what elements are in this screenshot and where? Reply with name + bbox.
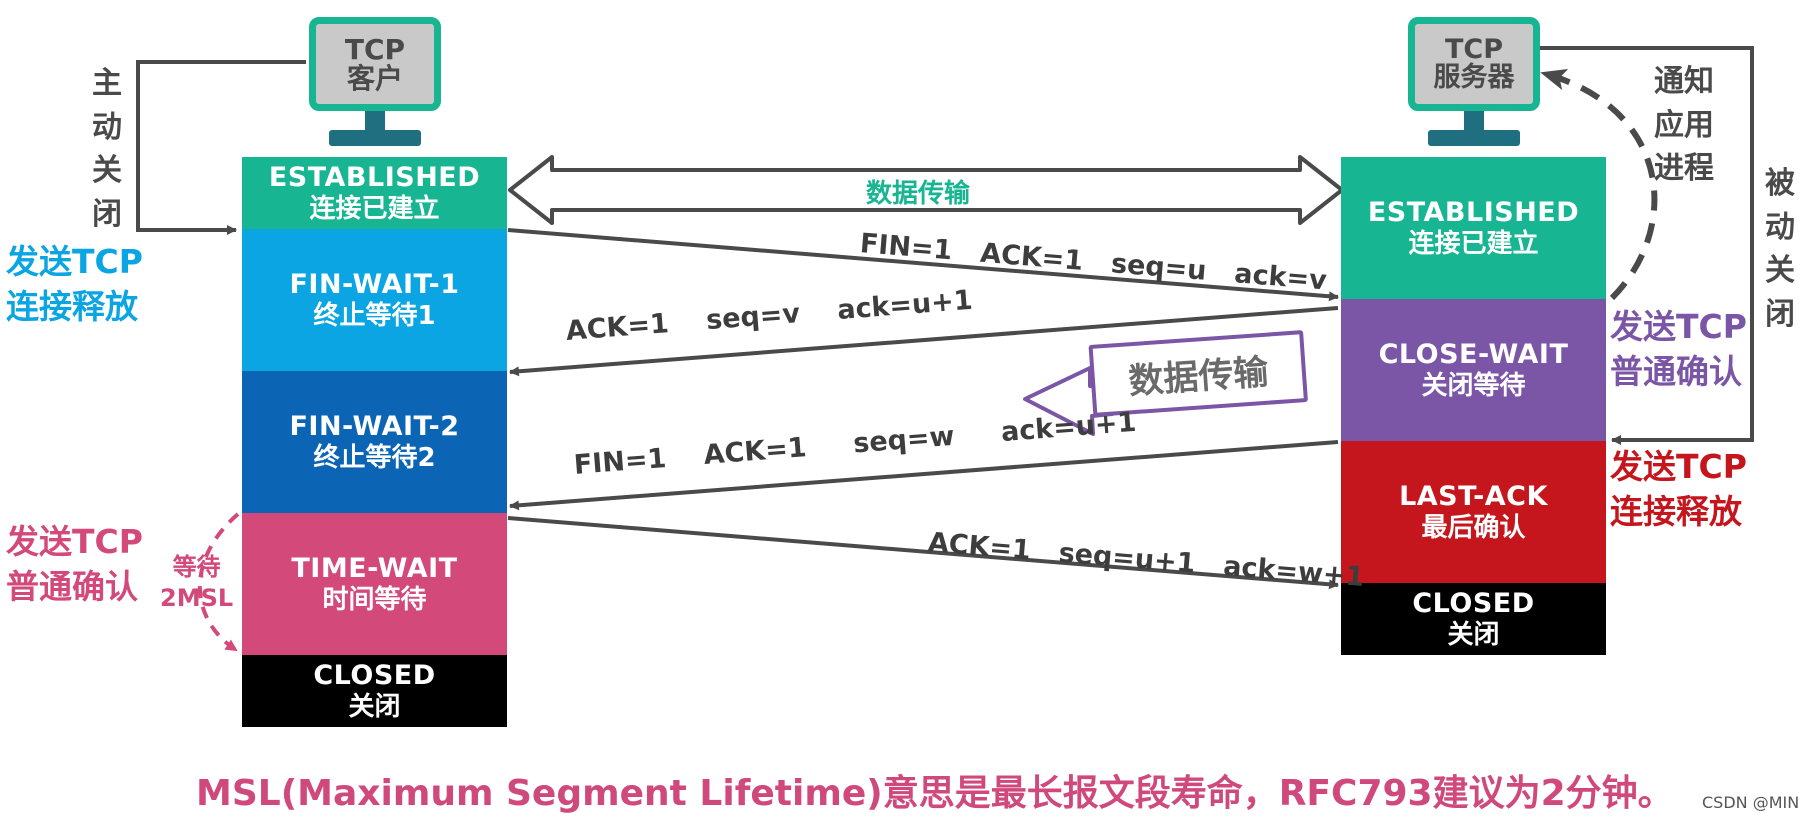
client-state-name: CLOSED bbox=[313, 659, 436, 691]
client-state-desc: 终止等待2 bbox=[313, 442, 436, 473]
active-close-char: 闭 bbox=[92, 196, 122, 232]
client-monitor-icon: TCP 客户 bbox=[309, 17, 441, 147]
notify-app-char: 进 bbox=[1654, 151, 1684, 186]
data-transfer-label: 数据传输 bbox=[866, 179, 971, 209]
server-state-name: CLOSE-WAIT bbox=[1378, 338, 1569, 370]
client-state-desc: 时间等待 bbox=[322, 584, 427, 615]
client-state-name: FIN-WAIT-1 bbox=[289, 268, 460, 300]
passive-close-bracket bbox=[1537, 46, 1754, 445]
notify-app-arc bbox=[1540, 68, 1658, 301]
passive-close-char: 动 bbox=[1765, 209, 1795, 245]
notify-app-char: 应 bbox=[1654, 107, 1684, 143]
client-state-name: FIN-WAIT-2 bbox=[289, 410, 460, 442]
server-send-release-label: 发送TCP 连接释放 bbox=[1610, 447, 1747, 531]
active-close-char: 主 bbox=[92, 66, 122, 101]
notify-app-char: 知 bbox=[1684, 64, 1714, 99]
server-state-desc: 最后确认 bbox=[1421, 512, 1526, 543]
server-state-name: CLOSED bbox=[1412, 587, 1535, 619]
passive-close-label: 被动关闭 bbox=[1765, 162, 1795, 336]
notify-app-label: 通知应用进程 bbox=[1654, 60, 1714, 191]
watermark: CSDN @MIN bbox=[1702, 793, 1800, 812]
client-monitor-screen: TCP 客户 bbox=[309, 17, 441, 111]
active-close-label: 主动关闭 bbox=[92, 62, 122, 236]
client-monitor-line1: TCP bbox=[344, 32, 406, 66]
wait-2msl-arc bbox=[197, 512, 240, 652]
segment-arrow-4 bbox=[507, 516, 1339, 590]
active-close-char: 动 bbox=[92, 109, 122, 145]
server-monitor-line2: 服务器 bbox=[1433, 62, 1515, 93]
client-send-release-label: 发送TCP 连接释放 bbox=[6, 242, 143, 326]
client-send-ack-label: 发送TCP 普通确认 bbox=[6, 522, 143, 606]
server-state-desc: 关闭 bbox=[1447, 619, 1500, 650]
notify-app-char: 用 bbox=[1684, 107, 1714, 143]
active-close-char: 关 bbox=[92, 153, 122, 188]
server-state-name: LAST-ACK bbox=[1399, 480, 1548, 512]
client-state-desc: 关闭 bbox=[348, 691, 401, 722]
active-close-bracket bbox=[136, 60, 306, 235]
segment-arrow-3 bbox=[509, 440, 1339, 511]
client-monitor-line2: 客户 bbox=[346, 62, 403, 95]
wait-2msl-label: 等待 2MSL bbox=[160, 553, 234, 613]
server-monitor-icon: TCP 服务器 bbox=[1408, 17, 1540, 147]
half-close-data-text: 数据传输 bbox=[1127, 352, 1270, 402]
passive-close-char: 被 bbox=[1765, 166, 1795, 201]
server-state-desc: 关闭等待 bbox=[1421, 370, 1526, 401]
notify-app-char: 程 bbox=[1684, 151, 1714, 186]
client-state-name: TIME-WAIT bbox=[291, 552, 458, 584]
server-monitor-screen: TCP 服务器 bbox=[1408, 17, 1540, 111]
client-state-desc: 连接已建立 bbox=[309, 193, 440, 224]
notify-app-char: 通 bbox=[1654, 64, 1684, 99]
half-close-data-label: 数据传输 bbox=[1088, 330, 1308, 417]
segment-arrow-2 bbox=[509, 306, 1339, 377]
msl-footnote: MSL(Maximum Segment Lifetime)意思是最长报文段寿命，… bbox=[196, 773, 1674, 814]
server-monitor-line1: TCP bbox=[1444, 33, 1504, 65]
segment-arrow-1 bbox=[507, 228, 1339, 302]
client-state-desc: 终止等待1 bbox=[313, 300, 436, 331]
passive-close-char: 关 bbox=[1765, 253, 1795, 288]
server-send-ack-label: 发送TCP 普通确认 bbox=[1610, 307, 1747, 391]
server-state-desc: 连接已建立 bbox=[1408, 228, 1539, 259]
server-state-name: ESTABLISHED bbox=[1367, 196, 1580, 228]
passive-close-char: 闭 bbox=[1765, 296, 1795, 332]
client-state-name: ESTABLISHED bbox=[268, 161, 481, 193]
